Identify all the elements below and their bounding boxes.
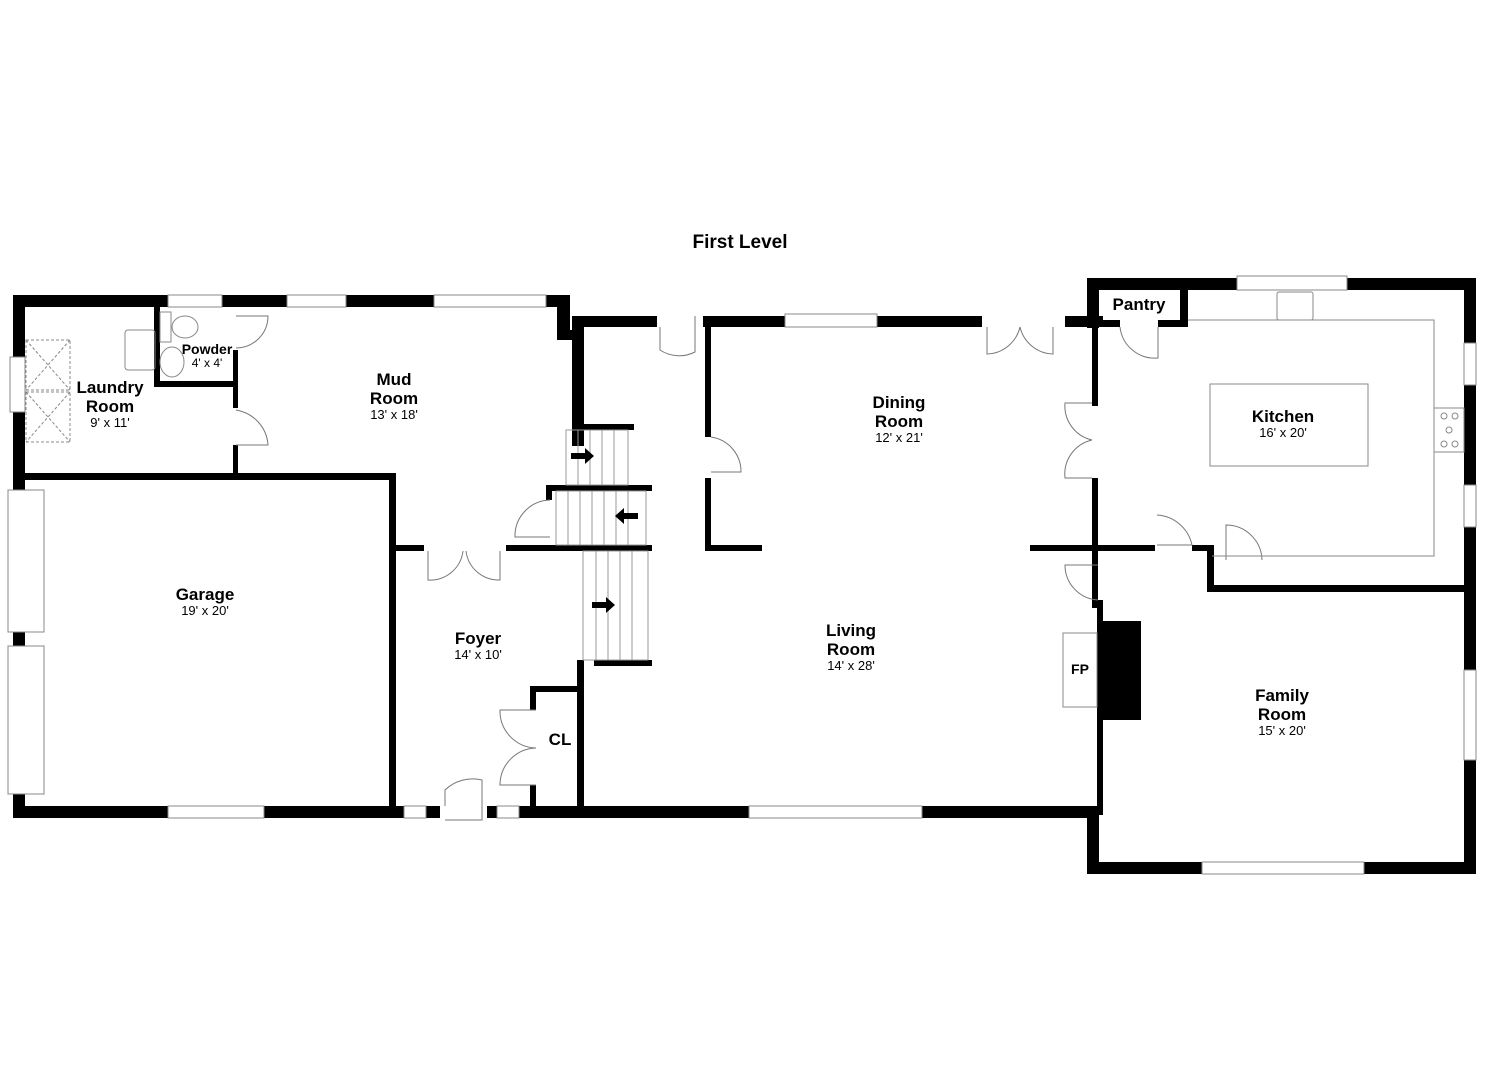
room-name: Powder xyxy=(181,341,233,357)
room-closet: CL xyxy=(549,730,572,749)
room-name: Dining xyxy=(872,393,926,412)
arrow-right-icon xyxy=(571,448,594,464)
room-name: FP xyxy=(1071,661,1089,677)
stair-arrows xyxy=(571,448,638,613)
room-dimensions: 13' x 18' xyxy=(370,407,418,422)
room-dimensions: 15' x 20' xyxy=(1258,723,1306,738)
cooktop-icon xyxy=(1433,407,1465,453)
room-dimensions: 14' x 10' xyxy=(454,647,502,662)
room-pantry: Pantry xyxy=(1113,295,1166,314)
room-dimensions: 19' x 20' xyxy=(181,603,229,618)
room-dimensions: 9' x 11' xyxy=(90,415,130,430)
room-garage: Garage 19' x 20' xyxy=(176,585,235,618)
powder-sink-icon xyxy=(159,346,185,378)
room-dimensions: 14' x 28' xyxy=(827,658,875,673)
doors xyxy=(235,315,1263,821)
walls xyxy=(13,278,1476,874)
dryer-icon xyxy=(25,391,71,443)
room-name: CL xyxy=(548,730,572,749)
room-name: Room xyxy=(1257,705,1307,724)
stairs xyxy=(555,429,649,661)
windows xyxy=(7,275,1477,875)
room-name: Foyer xyxy=(454,629,502,648)
floor-title: First Level xyxy=(692,232,788,253)
room-family: Family Room 15' x 20' xyxy=(1255,686,1309,738)
room-name: Pantry xyxy=(1112,295,1166,314)
room-name: Living xyxy=(825,621,877,640)
room-dimensions: 4' x 4' xyxy=(191,356,223,370)
arrow-left-icon xyxy=(615,508,638,524)
room-foyer: Foyer 14' x 10' xyxy=(454,629,502,662)
laundry-sink-icon xyxy=(124,329,156,371)
room-name: Laundry xyxy=(76,378,144,397)
room-laundry: Laundry Room 9' x 11' xyxy=(76,378,143,430)
kitchen-sink-icon xyxy=(1276,291,1314,321)
room-name: Mud xyxy=(376,370,412,389)
room-name: Room xyxy=(826,640,876,659)
room-dining: Dining Room 12' x 21' xyxy=(873,393,926,445)
arrow-right-icon xyxy=(592,597,615,613)
washer-icon xyxy=(25,339,71,391)
fireplace-label: FP xyxy=(1071,662,1089,677)
room-name: Family xyxy=(1255,686,1309,705)
toilet-icon xyxy=(171,315,199,339)
room-kitchen: Kitchen 16' x 20' xyxy=(1252,407,1314,440)
room-dimensions: 12' x 21' xyxy=(875,430,923,445)
kitchen-island-icon xyxy=(1209,383,1369,467)
room-name: Garage xyxy=(175,585,235,604)
fireplace-hearth xyxy=(1062,632,1098,708)
room-name: Room xyxy=(369,389,419,408)
room-dimensions: 16' x 20' xyxy=(1259,425,1307,440)
room-name: Room xyxy=(874,412,924,431)
room-mud: Mud Room 13' x 18' xyxy=(370,370,418,422)
room-living: Living Room 14' x 28' xyxy=(826,621,876,673)
room-name: Room xyxy=(85,397,135,416)
room-powder: Powder 4' x 4' xyxy=(182,342,233,370)
fixtures xyxy=(25,291,1465,708)
room-name: Kitchen xyxy=(1251,407,1315,426)
